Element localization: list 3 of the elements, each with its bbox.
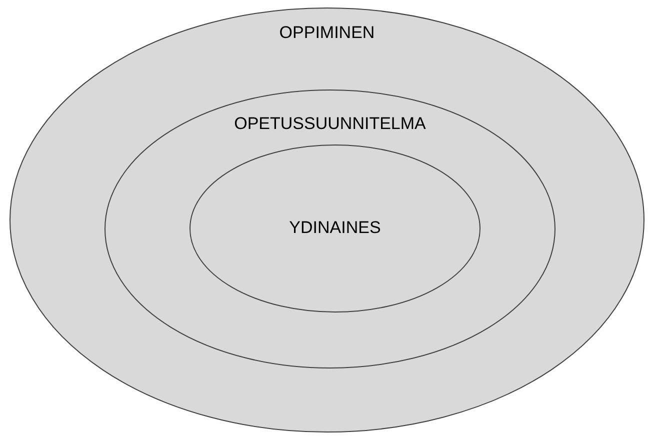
region-label: OPPIMINEN <box>279 23 375 42</box>
region-label: OPETUSSUUNNITELMA <box>234 114 426 133</box>
region-label: YDINAINES <box>289 218 381 237</box>
